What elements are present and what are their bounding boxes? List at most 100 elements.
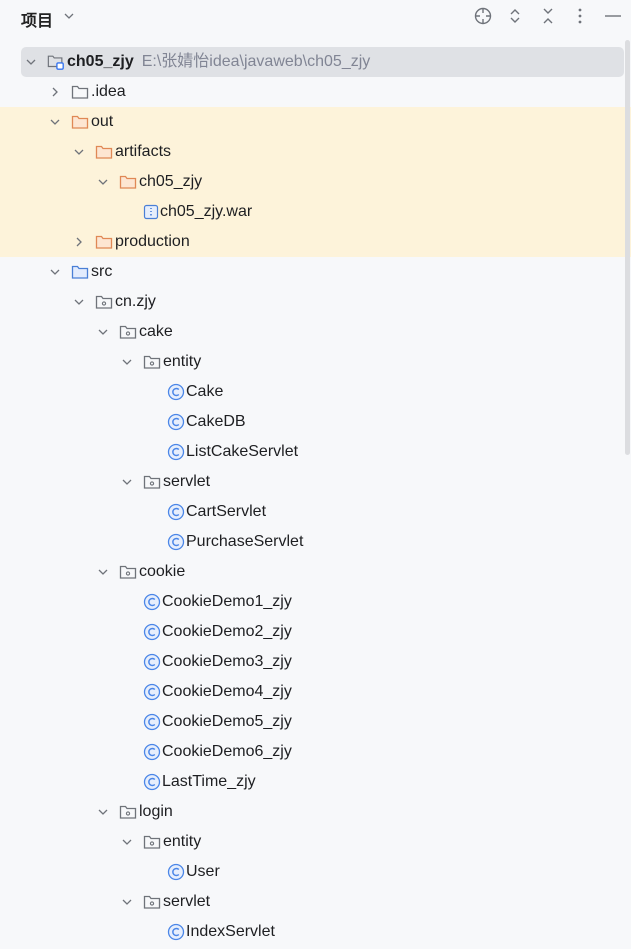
tree-row-servlet[interactable]: servlet (0, 467, 631, 497)
tree-row-cookiedemo6-zjy[interactable]: CookieDemo6_zjy (0, 737, 631, 767)
tree-item-label: entity (163, 833, 202, 850)
package-icon (143, 347, 161, 377)
tree-item-label: cake (139, 323, 173, 340)
package-icon (119, 557, 137, 587)
tree-row-cartservlet[interactable]: CartServlet (0, 497, 631, 527)
tree-row-cn-zjy[interactable]: cn.zjy (0, 287, 631, 317)
tree-row-cookie[interactable]: cookie (0, 557, 631, 587)
tree-row-cookiedemo4-zjy[interactable]: CookieDemo4_zjy (0, 677, 631, 707)
class-icon (167, 377, 185, 407)
chevron-down-icon[interactable] (49, 257, 61, 287)
tree-row-login[interactable]: login (0, 797, 631, 827)
class-icon (143, 647, 161, 677)
chevron-down-icon[interactable] (97, 317, 109, 347)
chevron-right-icon[interactable] (73, 227, 85, 257)
tree-row-purchaseservlet[interactable]: PurchaseServlet (0, 527, 631, 557)
expand-all-icon[interactable] (505, 6, 525, 26)
more-options-icon[interactable] (570, 6, 590, 26)
tree-row-entity[interactable]: entity (0, 347, 631, 377)
tree-item-label: CartServlet (186, 503, 267, 520)
tree-row-src[interactable]: src (0, 257, 631, 287)
tree-row-cookiedemo2-zjy[interactable]: CookieDemo2_zjy (0, 617, 631, 647)
tree-item-label: ListCakeServlet (186, 443, 299, 460)
tree-item-label: LastTime_zjy (162, 773, 256, 790)
chevron-down-icon[interactable] (62, 9, 76, 23)
class-icon (143, 737, 161, 767)
chevron-down-icon[interactable] (97, 797, 109, 827)
class-icon (167, 407, 185, 437)
tree-row-servlet[interactable]: servlet (0, 887, 631, 917)
tree-row-ch05-zjy-war[interactable]: ch05_zjy.war (0, 197, 631, 227)
chevron-down-icon[interactable] (73, 137, 85, 167)
package-icon (119, 797, 137, 827)
tree-item-label: CookieDemo1_zjy (162, 593, 292, 610)
class-icon (143, 767, 161, 797)
locate-icon[interactable] (473, 6, 493, 26)
tree-item-label: CookieDemo3_zjy (162, 653, 292, 670)
chevron-down-icon[interactable] (121, 887, 133, 917)
package-icon (95, 287, 113, 317)
folder-orange-icon (71, 107, 89, 137)
chevron-down-icon[interactable] (97, 557, 109, 587)
tree-row-cakedb[interactable]: CakeDB (0, 407, 631, 437)
class-icon (167, 437, 185, 467)
package-icon (143, 827, 161, 857)
tree-row-ch05-zjy[interactable]: ch05_zjy (0, 167, 631, 197)
folder-icon (71, 77, 89, 107)
tree-row-lasttime-zjy[interactable]: LastTime_zjy (0, 767, 631, 797)
tree-item-label: CookieDemo6_zjy (162, 743, 292, 760)
tree-row-cake[interactable]: Cake (0, 377, 631, 407)
class-icon (143, 677, 161, 707)
chevron-down-icon[interactable] (49, 107, 61, 137)
package-icon (143, 887, 161, 917)
tree-item-label: IndexServlet (186, 923, 275, 940)
class-icon (143, 587, 161, 617)
package-icon (143, 467, 161, 497)
folder-orange-icon (119, 167, 137, 197)
tree-row-entity[interactable]: entity (0, 827, 631, 857)
chevron-down-icon[interactable] (121, 827, 133, 857)
tree-row-artifacts[interactable]: artifacts (0, 137, 631, 167)
chevron-down-icon[interactable] (121, 347, 133, 377)
tree-item-label: CookieDemo2_zjy (162, 623, 292, 640)
class-icon (143, 617, 161, 647)
tree-item-label: ch05_zjy (67, 53, 134, 70)
tree-row-out[interactable]: out (0, 107, 631, 137)
chevron-down-icon[interactable] (73, 287, 85, 317)
class-icon (167, 527, 185, 557)
tree-row-production[interactable]: production (0, 227, 631, 257)
chevron-down-icon[interactable] (97, 167, 109, 197)
collapse-all-icon[interactable] (538, 6, 558, 26)
chevron-down-icon[interactable] (121, 467, 133, 497)
tree-row-cookiedemo1-zjy[interactable]: CookieDemo1_zjy (0, 587, 631, 617)
tree-row-listcakeservlet[interactable]: ListCakeServlet (0, 437, 631, 467)
tree-row-cake[interactable]: cake (0, 317, 631, 347)
project-panel-header: 项目 (0, 0, 631, 34)
chevron-right-icon[interactable] (49, 77, 61, 107)
tree-row-user[interactable]: User (0, 857, 631, 887)
tree-row-cookiedemo5-zjy[interactable]: CookieDemo5_zjy (0, 707, 631, 737)
tree-item-label: CookieDemo5_zjy (162, 713, 292, 730)
tree-item-label: artifacts (115, 143, 172, 160)
tree-item-label: src (91, 263, 113, 280)
class-icon (143, 707, 161, 737)
tree-item-label: entity (163, 353, 202, 370)
tree-row--idea[interactable]: .idea (0, 77, 631, 107)
panel-title[interactable]: 项目 (21, 13, 54, 30)
tree-item-label: CookieDemo4_zjy (162, 683, 292, 700)
tree-item-label: PurchaseServlet (186, 533, 304, 550)
tree-item-label: out (91, 113, 114, 130)
minimize-icon[interactable] (603, 6, 623, 26)
tree-item-label: login (139, 803, 173, 820)
tree-item-label: CakeDB (186, 413, 246, 430)
tree-row-cookiedemo3-zjy[interactable]: CookieDemo3_zjy (0, 647, 631, 677)
war-icon (143, 197, 161, 227)
tree-row-indexservlet[interactable]: IndexServlet (0, 917, 631, 947)
tree-item-label: ch05_zjy.war (160, 203, 253, 220)
chevron-down-icon[interactable] (25, 47, 37, 77)
class-icon (167, 497, 185, 527)
vertical-scrollbar[interactable] (625, 40, 630, 455)
